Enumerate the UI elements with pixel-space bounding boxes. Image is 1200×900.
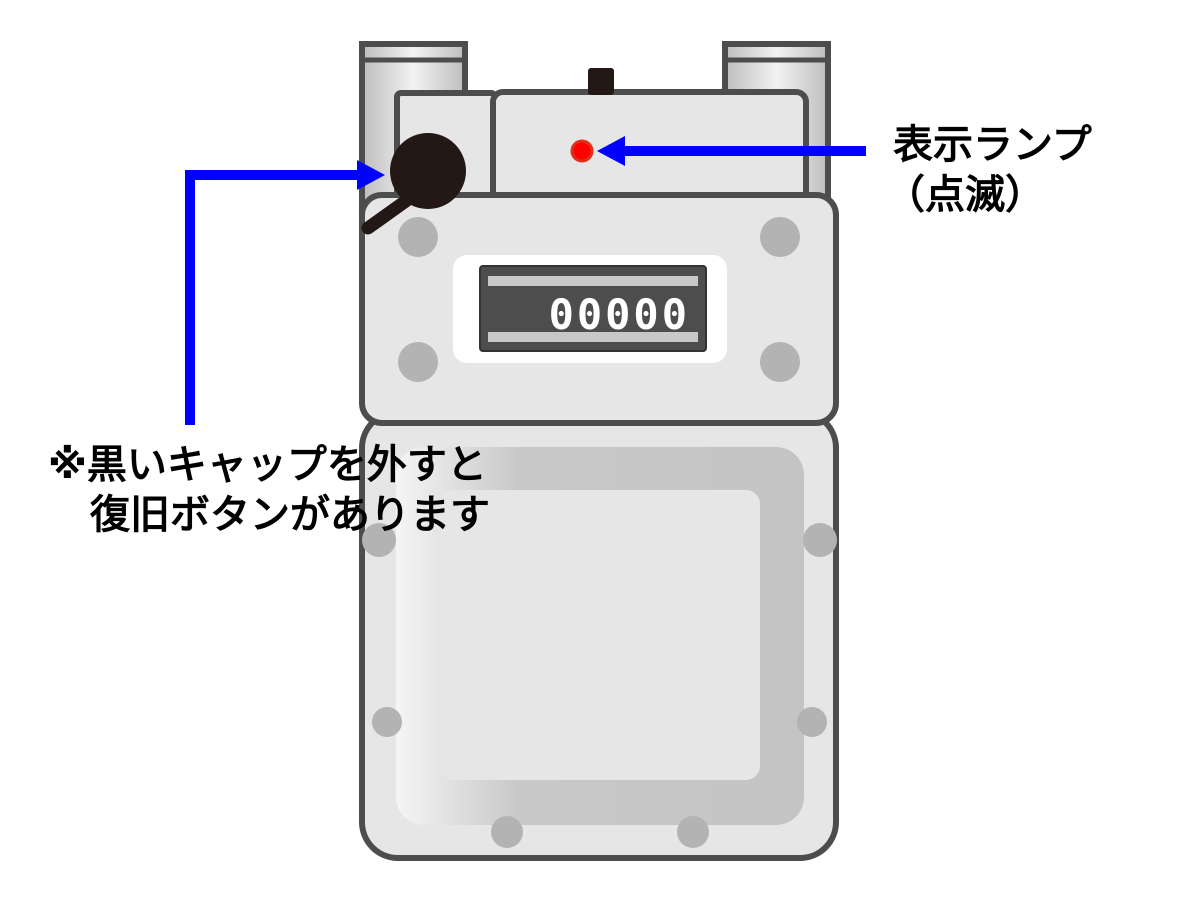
black-cap	[361, 133, 466, 235]
lamp-label-line2: （点滅）	[885, 172, 1045, 218]
cap-arrow	[185, 160, 385, 425]
bolt	[760, 217, 800, 257]
bolt	[491, 816, 523, 848]
bolt	[803, 523, 837, 557]
bolt	[398, 217, 438, 257]
indicator-lamp	[570, 139, 594, 163]
cap-note-line1: ※黒いキャップを外すと	[48, 442, 487, 488]
bolt	[372, 707, 402, 737]
top-knob	[588, 68, 614, 95]
cap-note-line2: 復旧ボタンがあります	[90, 492, 490, 538]
bolt	[362, 523, 396, 557]
counter-display: 00000	[453, 255, 727, 363]
bolt	[760, 342, 800, 382]
bolt	[677, 816, 709, 848]
upper-panel-bolts	[398, 217, 800, 382]
bolt	[398, 342, 438, 382]
counter-value: 00000	[549, 290, 690, 339]
cap-note: ※黒いキャップを外すと 復旧ボタンがあります	[48, 440, 490, 540]
bolt	[797, 707, 827, 737]
lower-body-bolts	[362, 523, 837, 848]
inner-window	[440, 490, 760, 780]
lamp-arrow	[597, 136, 866, 166]
lamp-label-line1: 表示ランプ	[893, 122, 1092, 168]
lamp-label: 表示ランプ （点滅）	[885, 120, 1092, 220]
